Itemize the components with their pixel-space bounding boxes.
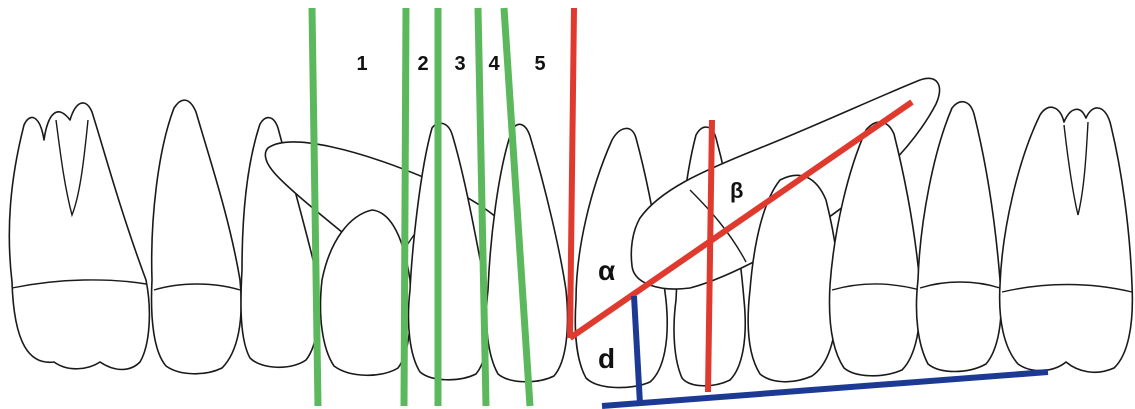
occlusal-plane-line [601, 369, 1049, 409]
tooth-seam [55, 119, 89, 218]
zone-label-3: 3 [454, 53, 465, 75]
zone-line-1 [308, 7, 322, 407]
tooth-seam [1001, 283, 1133, 293]
tooth-lateral-incisor-left [319, 209, 412, 377]
distance-d-label: d [598, 343, 615, 374]
tooth-premolar-right-3 [915, 101, 1003, 373]
midline-vertical [567, 7, 577, 339]
tooth-seam [1063, 121, 1089, 216]
canine-long-axis [568, 99, 914, 341]
zone-lines [308, 7, 534, 407]
angle-beta-label: β [730, 178, 743, 203]
zone-line-5 [500, 7, 534, 407]
cusp-to-occlusal-line [631, 295, 643, 405]
tooth-seam [11, 279, 147, 289]
tooth-seam [919, 281, 1001, 289]
tooth-molar-left [8, 102, 151, 371]
dental-arch [8, 77, 1134, 389]
zone-labels: 1 2 3 4 5 [356, 53, 545, 75]
tooth-seam [153, 283, 241, 291]
tooth-central-incisor-left [407, 122, 489, 381]
zone-line-4 [474, 7, 490, 407]
zone-label-4: 4 [488, 53, 500, 75]
tooth-central-incisor-mid [485, 123, 569, 383]
zone-label-5: 5 [534, 53, 545, 75]
tooth-seam [689, 189, 747, 263]
tooth-premolar-right-2 [828, 121, 922, 377]
zone-label-2: 2 [417, 53, 428, 75]
zone-label-1: 1 [356, 53, 367, 75]
angle-alpha-label: α [598, 255, 615, 286]
zone-line-2 [400, 7, 410, 407]
tooth-seam [831, 283, 921, 291]
occlusal-perpendicular [705, 119, 715, 393]
angle-lines [567, 7, 914, 393]
distance-lines [601, 295, 1049, 409]
tooth-premolar-left-1 [150, 99, 242, 375]
